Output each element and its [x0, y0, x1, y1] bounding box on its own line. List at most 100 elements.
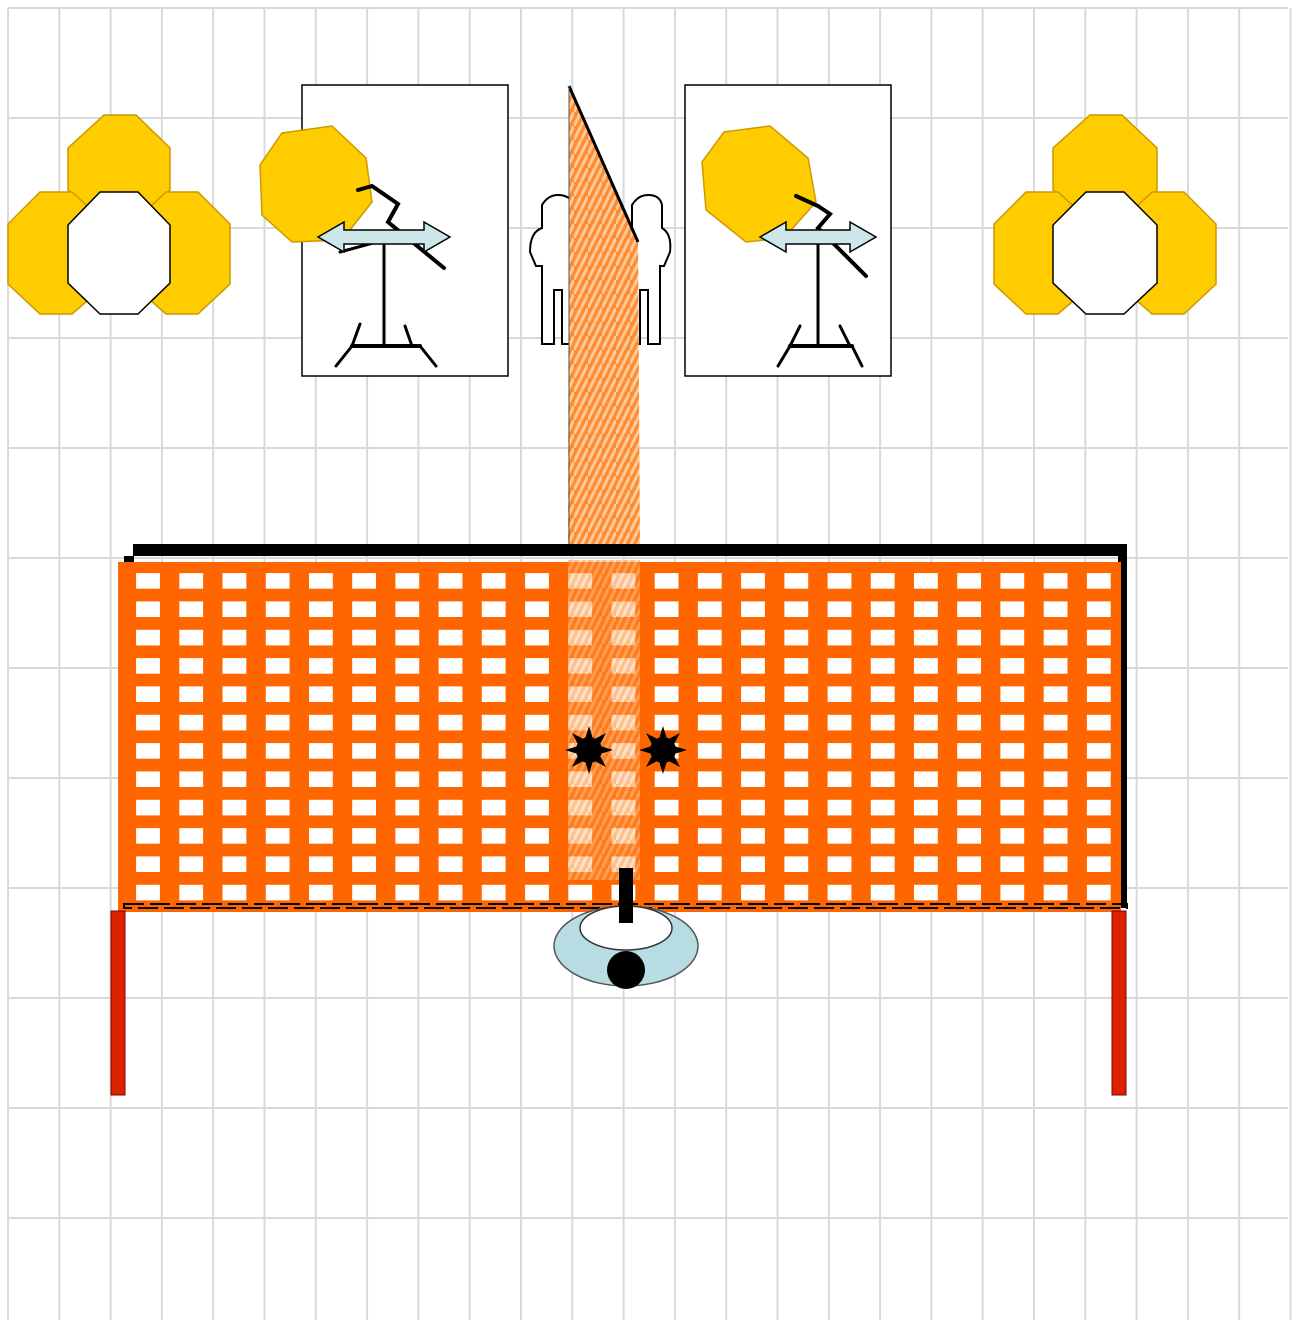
- right-stand-light: [685, 85, 891, 376]
- net-hole: [525, 630, 549, 646]
- net-hole: [266, 800, 290, 816]
- net-hole: [525, 856, 549, 872]
- net-hole: [136, 630, 160, 646]
- net-hole: [828, 601, 852, 617]
- net-hole: [957, 630, 981, 646]
- net-hole: [395, 715, 419, 731]
- net-hole: [914, 885, 938, 901]
- net-hole: [223, 601, 247, 617]
- net-hole: [352, 743, 376, 759]
- net-hole: [309, 856, 333, 872]
- net-hole: [439, 630, 463, 646]
- net-hole: [1000, 743, 1024, 759]
- net-hole: [136, 771, 160, 787]
- net-hole: [871, 828, 895, 844]
- net-hole: [439, 856, 463, 872]
- net-hole: [784, 771, 808, 787]
- net-hole: [1000, 630, 1024, 646]
- net-hole: [741, 885, 765, 901]
- net-hole: [136, 743, 160, 759]
- net-hole: [395, 601, 419, 617]
- net-hole: [179, 686, 203, 702]
- net-hole: [828, 828, 852, 844]
- net-hole: [871, 771, 895, 787]
- net-hole: [871, 630, 895, 646]
- net-hole: [698, 715, 722, 731]
- left-stand-light: [260, 85, 508, 376]
- net-hole: [482, 828, 506, 844]
- starburst-icon: [639, 726, 687, 774]
- net-hole: [655, 771, 679, 787]
- net-hole: [482, 715, 506, 731]
- net-hole: [482, 686, 506, 702]
- net-hole: [655, 800, 679, 816]
- net-hole: [309, 800, 333, 816]
- net-hole: [698, 686, 722, 702]
- net-hole: [828, 658, 852, 674]
- net-hole: [784, 885, 808, 901]
- net-hole: [1000, 601, 1024, 617]
- net-hole: [1044, 686, 1068, 702]
- net-hole: [1000, 658, 1024, 674]
- net-hole: [136, 601, 160, 617]
- net-hole: [266, 771, 290, 787]
- net-hole: [784, 630, 808, 646]
- net-hole: [223, 715, 247, 731]
- net-hole: [957, 743, 981, 759]
- net-hole: [136, 658, 160, 674]
- net-hole: [309, 686, 333, 702]
- net-hole: [784, 573, 808, 589]
- net-hole: [395, 686, 419, 702]
- net-hole: [223, 630, 247, 646]
- net-hole: [179, 715, 203, 731]
- net-hole: [698, 601, 722, 617]
- net-hole: [439, 800, 463, 816]
- net-hole: [914, 658, 938, 674]
- net-hole: [655, 601, 679, 617]
- net-hole: [655, 715, 679, 731]
- net-hole: [871, 686, 895, 702]
- net-hole: [1000, 828, 1024, 844]
- net-hole: [352, 771, 376, 787]
- net-hole: [1000, 771, 1024, 787]
- net-hole: [1000, 856, 1024, 872]
- net-hole: [525, 686, 549, 702]
- net-hole: [1000, 800, 1024, 816]
- net-hole: [352, 658, 376, 674]
- net-hole: [871, 800, 895, 816]
- net-hole: [741, 771, 765, 787]
- net-hole: [957, 573, 981, 589]
- net-hole: [1000, 715, 1024, 731]
- net-hole: [525, 601, 549, 617]
- net-hole: [828, 743, 852, 759]
- net-hole: [525, 715, 549, 731]
- net-hole: [828, 630, 852, 646]
- net-hole: [957, 856, 981, 872]
- net-hole: [655, 658, 679, 674]
- net-hole: [914, 715, 938, 731]
- net-hole: [223, 771, 247, 787]
- net-hole: [914, 573, 938, 589]
- net-hole: [655, 630, 679, 646]
- net-hole: [1087, 573, 1111, 589]
- net-hole: [828, 771, 852, 787]
- net-hole: [698, 573, 722, 589]
- net-hole: [179, 658, 203, 674]
- net-hole: [525, 743, 549, 759]
- net-hole: [223, 828, 247, 844]
- net-hole: [1087, 601, 1111, 617]
- net-hole: [698, 630, 722, 646]
- net-hole: [871, 573, 895, 589]
- net-hole: [309, 743, 333, 759]
- net-hole: [136, 828, 160, 844]
- net-hole: [957, 686, 981, 702]
- net-hole: [1087, 686, 1111, 702]
- net-hole: [439, 828, 463, 844]
- net-hole: [871, 743, 895, 759]
- net-hole: [395, 800, 419, 816]
- net-hole: [395, 658, 419, 674]
- net-hole: [223, 573, 247, 589]
- backdrop-strip: [568, 86, 640, 545]
- net-hole: [1087, 715, 1111, 731]
